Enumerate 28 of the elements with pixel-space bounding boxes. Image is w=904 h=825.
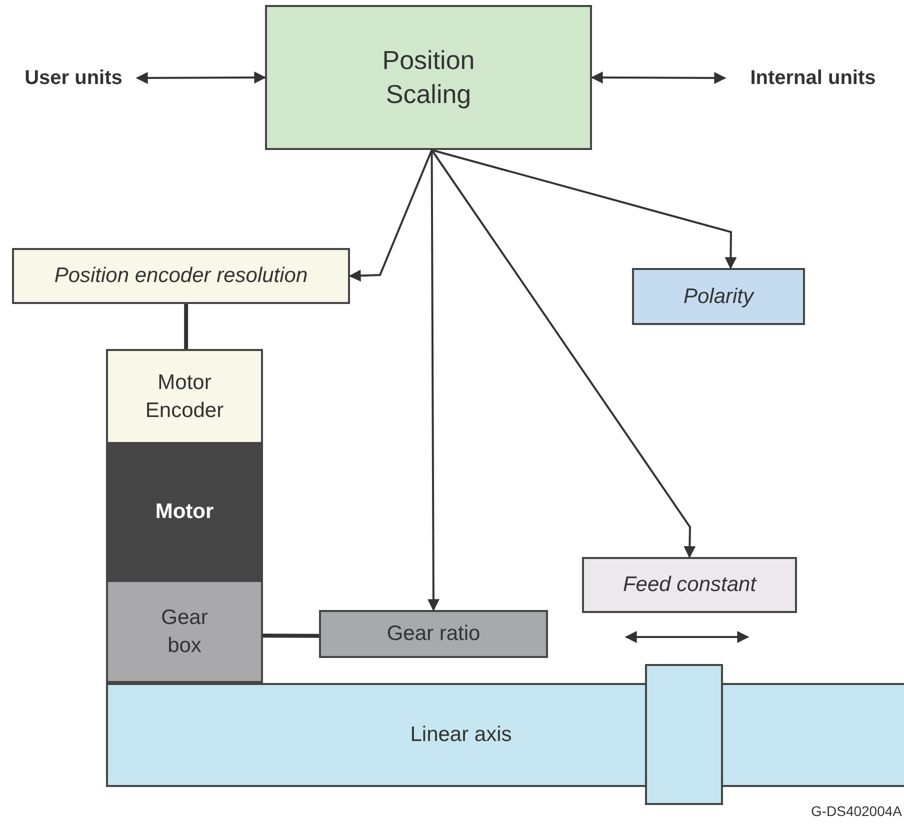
linear-axis-bar [106,683,904,787]
parameter-box [12,248,350,304]
gearbox-block [106,580,263,683]
node-label: Gear ratio [386,621,480,648]
parameter-box [582,557,797,613]
connector-arrow [136,72,266,84]
node-label: Gear box [160,605,209,658]
motor-block [106,444,263,580]
node-label: Position encoder resolution [54,263,308,290]
node-label: Linear axis [410,722,512,748]
node-label: User units [24,66,122,91]
connector-arrow [590,72,726,84]
node-label: Polarity [683,284,754,310]
figure-code: G-DS402004A [810,803,902,819]
node-label: Motor Encoder [144,370,225,424]
carriage-block [645,664,723,805]
node-label: Position Scaling [381,44,476,110]
connector-arrow [427,150,440,612]
connector-arrow [348,150,433,282]
parameter-box [632,268,805,325]
node-label: Internal units [750,66,876,91]
parameter-box [319,610,548,658]
node-label: Motor [155,499,214,526]
connector-arrow [432,149,737,270]
node-label: Feed constant [622,572,756,598]
process-box [265,5,592,150]
encoder-block [106,349,263,444]
connector-arrow [430,149,696,558]
